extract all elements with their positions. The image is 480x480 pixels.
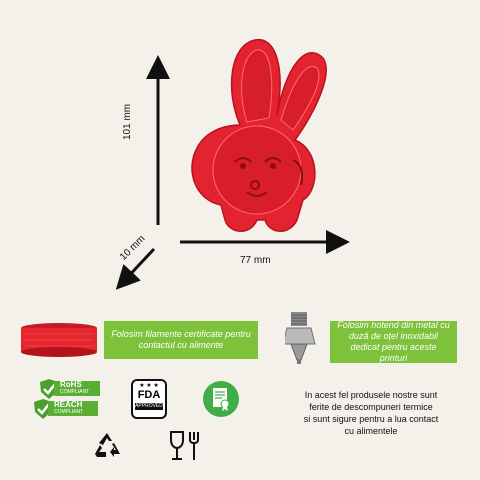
filament-info-box: Folosim filamente certificate pentru con… bbox=[104, 321, 258, 359]
hotend-info-box: Folosim hotend din metal cu duză de oțel… bbox=[330, 319, 457, 364]
filament-spool-image bbox=[21, 323, 97, 357]
safety-note: In acest fel produsele nostre sunt ferit… bbox=[296, 389, 446, 438]
rohs-title: RoHS bbox=[60, 380, 82, 389]
fda-badge: ★ ★ ★ FDA APPROVED bbox=[131, 379, 167, 419]
rohs-badge: RoHS COMPLIANT bbox=[38, 378, 102, 400]
reach-check-icon bbox=[34, 399, 52, 419]
rohs-subtitle: COMPLIANT bbox=[60, 389, 90, 395]
height-label: 101 mm bbox=[122, 103, 133, 140]
nozzle-image bbox=[285, 312, 316, 364]
reach-subtitle: COMPLIANT bbox=[54, 409, 84, 415]
reach-badge: REACH COMPLIANT bbox=[32, 398, 102, 420]
certificate-icon bbox=[203, 381, 239, 417]
rohs-check-icon bbox=[40, 379, 58, 399]
safety-note-line-3: si sunt sigure pentru a lua contact bbox=[303, 414, 439, 425]
recycle-icon bbox=[95, 433, 120, 457]
filament-info-text: Folosim filamente certificate pentru con… bbox=[111, 328, 251, 350]
width-label: 77 mm bbox=[240, 255, 271, 266]
cookie-cutter-image bbox=[191, 39, 327, 232]
safety-note-line-1: In acest fel produsele nostre sunt bbox=[304, 390, 438, 400]
safety-note-line-2: ferite de descompuneri termice bbox=[309, 402, 433, 413]
reach-title: REACH bbox=[54, 400, 83, 409]
fda-title: FDA bbox=[137, 389, 161, 401]
fda-subtitle: APPROVED bbox=[135, 403, 163, 410]
hotend-info-text: Folosim hotend din metal cu duză de oțel… bbox=[337, 319, 450, 364]
safety-note-line-4: cu alimentele bbox=[344, 426, 398, 437]
dimension-arrows bbox=[115, 55, 350, 290]
fda-stars: ★ ★ ★ bbox=[139, 383, 159, 389]
food-safe-icon bbox=[170, 431, 199, 460]
